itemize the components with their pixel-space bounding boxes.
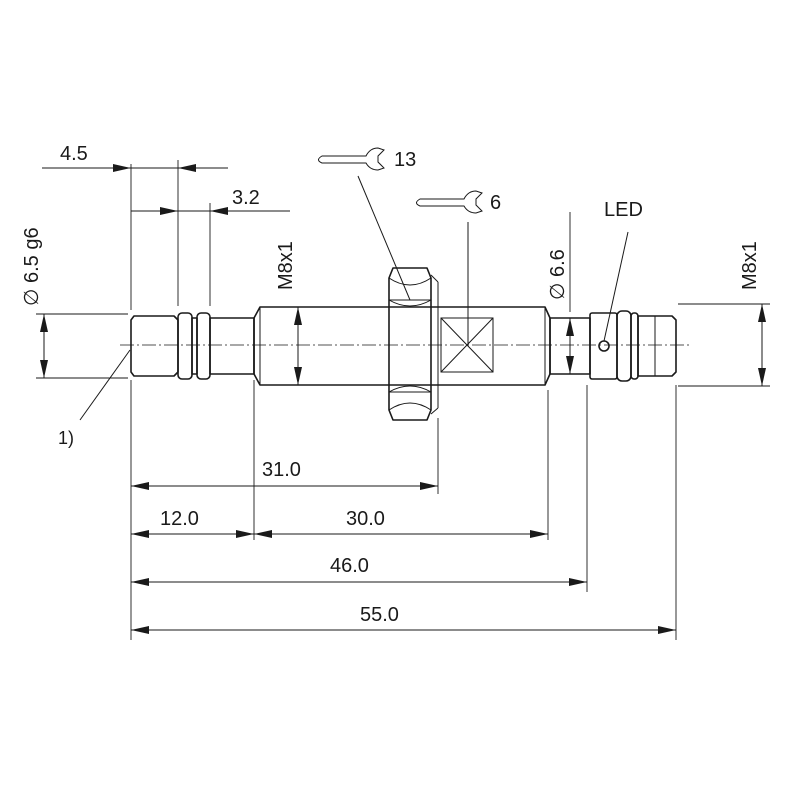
wrench-6-symbol bbox=[416, 190, 483, 345]
nut-outline bbox=[388, 267, 432, 421]
sensing-head bbox=[130, 315, 179, 377]
led-indicator bbox=[598, 340, 610, 352]
arrowhead bbox=[758, 304, 766, 322]
arrowhead bbox=[294, 307, 302, 325]
arrowhead bbox=[420, 482, 438, 490]
arrowhead bbox=[131, 626, 149, 634]
led-ring bbox=[589, 312, 618, 380]
collar-1 bbox=[177, 312, 193, 380]
dim-label-55: 55.0 bbox=[360, 604, 399, 626]
dim-label-thread-left: M8x1 bbox=[275, 241, 297, 290]
arrowhead bbox=[178, 164, 196, 172]
labels: 4.5 3.2 31.0 12.0 30.0 46.0 55.0 ∅ 6.5 g… bbox=[21, 143, 761, 626]
arrowhead bbox=[530, 530, 548, 538]
callout-wrench-6: 6 bbox=[490, 192, 501, 214]
m8-connector bbox=[637, 315, 677, 377]
arrowhead bbox=[40, 314, 48, 332]
shaft bbox=[209, 317, 255, 375]
arrowhead bbox=[40, 360, 48, 378]
arrowhead bbox=[131, 578, 149, 586]
arrowhead bbox=[210, 207, 228, 215]
nut-side bbox=[430, 274, 439, 283]
arrowhead bbox=[131, 530, 149, 538]
wrench-flat bbox=[440, 317, 494, 373]
arrowhead bbox=[658, 626, 676, 634]
dim-label-31: 31.0 bbox=[262, 459, 301, 481]
nut-chamfer bbox=[388, 299, 432, 307]
nut-chamfer bbox=[388, 277, 432, 286]
arrowhead bbox=[569, 578, 587, 586]
wrench-13-icon bbox=[318, 147, 385, 171]
arrowhead bbox=[566, 356, 574, 374]
led-leader-line bbox=[603, 231, 629, 342]
wrench-6-icon bbox=[416, 190, 483, 214]
connector-collar bbox=[616, 310, 632, 382]
note-leader-line bbox=[79, 349, 131, 421]
nut-side bbox=[430, 407, 439, 415]
dimension-lines bbox=[40, 164, 766, 634]
collar-2 bbox=[196, 312, 211, 380]
dim-label-dia-6-5: ∅ 6.5 g6 bbox=[21, 227, 43, 306]
arrowhead bbox=[254, 530, 272, 538]
callout-led: LED bbox=[604, 199, 643, 221]
hex-nut bbox=[388, 267, 439, 421]
arrowhead bbox=[113, 164, 131, 172]
dim-label-thread-right: M8x1 bbox=[739, 241, 761, 290]
dim-label-dia-6-6: ∅ 6.6 bbox=[547, 249, 569, 300]
arrowhead bbox=[294, 367, 302, 385]
wrench-13-symbol bbox=[318, 147, 411, 301]
sensor-body bbox=[130, 267, 677, 421]
connector-collar-2 bbox=[630, 312, 639, 380]
callout-wrench-13: 13 bbox=[394, 149, 416, 171]
dim-label-46: 46.0 bbox=[330, 555, 369, 577]
flat-cross bbox=[440, 317, 494, 373]
dim-label-4-5: 4.5 bbox=[60, 143, 88, 165]
arrowhead bbox=[758, 368, 766, 386]
flat-square bbox=[440, 317, 494, 373]
arrowhead bbox=[160, 207, 178, 215]
arrowhead bbox=[236, 530, 254, 538]
dim-label-3-2: 3.2 bbox=[232, 187, 260, 209]
arrowhead bbox=[131, 482, 149, 490]
nut-chamfer bbox=[388, 385, 432, 393]
callout-note-1: 1) bbox=[58, 428, 74, 448]
extension-lines bbox=[36, 160, 770, 640]
dim-label-12: 12.0 bbox=[160, 508, 199, 530]
arrowhead bbox=[566, 318, 574, 336]
nut-chamfer bbox=[388, 402, 432, 411]
dim-label-30: 30.0 bbox=[346, 508, 385, 530]
leader-line bbox=[357, 175, 411, 301]
